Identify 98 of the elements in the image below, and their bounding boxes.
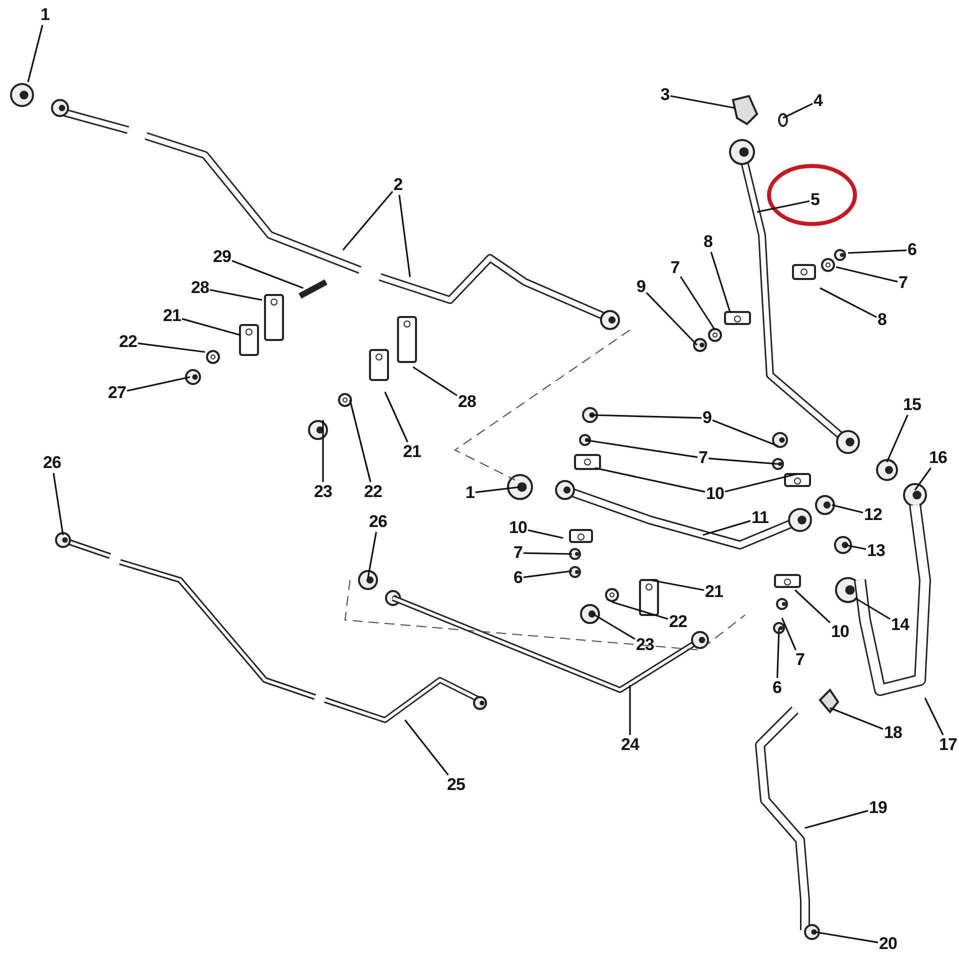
leader-line [126, 376, 190, 392]
callout-number: 24 [621, 736, 639, 754]
leader-line [322, 420, 324, 482]
leader-line [710, 252, 731, 312]
callout-number: 25 [447, 776, 465, 794]
callout-number: 21 [705, 583, 723, 601]
leader-line [182, 318, 240, 336]
callout-number: 6 [772, 679, 782, 697]
callout-number: 21 [403, 443, 421, 461]
callout-number: 23 [314, 483, 332, 501]
leader-line [592, 613, 636, 640]
callout-number: 27 [108, 384, 126, 402]
leader-line [475, 486, 520, 494]
leader-line [848, 250, 907, 254]
callout-number: 2 [394, 176, 402, 194]
callout-number: 26 [43, 454, 61, 472]
leader-line [650, 579, 704, 591]
leader-line [367, 532, 377, 578]
leader-line [854, 597, 890, 620]
callout-number: 10 [509, 519, 527, 537]
leader-line [776, 628, 780, 678]
leader-line [794, 589, 831, 624]
leader-line [594, 467, 706, 493]
leader-line [404, 720, 449, 776]
leader-line [523, 552, 572, 555]
leader-line [528, 529, 564, 539]
callout-number: 3 [660, 86, 670, 104]
leader-line [584, 439, 698, 458]
callout-number: 26 [369, 513, 387, 531]
callout-number: 23 [636, 636, 654, 654]
leader-line [384, 392, 408, 442]
callout-number: 8 [878, 311, 886, 329]
leader-line [52, 472, 64, 536]
callout-number: 29 [213, 248, 231, 266]
leader-line [886, 414, 908, 462]
leader-line [836, 266, 898, 282]
leader-line [646, 292, 698, 346]
leader-line [680, 276, 716, 330]
leader-line [914, 468, 932, 490]
callout-number: 12 [864, 506, 882, 524]
callout-number: 22 [119, 333, 137, 351]
leader-line [924, 698, 944, 736]
leader-line [804, 810, 868, 829]
callout-number: 9 [636, 278, 646, 296]
callout-number: 7 [898, 274, 908, 292]
leader-line [724, 473, 798, 492]
callout-number: 15 [903, 396, 921, 414]
callout-number: 19 [869, 799, 887, 817]
callout-number: 7 [514, 544, 522, 562]
callout-number: 28 [458, 393, 476, 411]
leader-line [398, 194, 411, 278]
leader-line [210, 289, 262, 301]
leader-line [708, 458, 778, 465]
callout-number: 22 [364, 483, 382, 501]
leader-line [232, 260, 304, 289]
leader-line [820, 287, 877, 318]
leader-line [629, 685, 631, 735]
leader-line [412, 366, 458, 396]
callout-number: 6 [514, 569, 522, 587]
leader-line [590, 414, 702, 419]
callout-number: 13 [867, 542, 885, 560]
callout-number: 10 [706, 485, 724, 503]
callout-number: 20 [879, 935, 897, 953]
leader-line [523, 570, 572, 578]
callout-number: 10 [831, 623, 849, 641]
callout-number: 16 [929, 449, 947, 467]
callout-number: 1 [466, 484, 474, 502]
callout-number: 22 [669, 613, 687, 631]
leader-line [27, 24, 44, 82]
leader-line [756, 200, 810, 213]
leader-line [342, 190, 394, 251]
callout-number: 1 [40, 6, 50, 24]
callout-number: 7 [670, 259, 680, 277]
callout-number: 14 [891, 616, 909, 634]
callout-number: 7 [796, 651, 804, 669]
callout-number: 7 [698, 449, 708, 467]
leader-line [702, 520, 751, 536]
leader-line [844, 544, 866, 550]
leader-line [712, 419, 778, 447]
leader-line [814, 931, 878, 944]
callout-number: 6 [908, 241, 916, 259]
leader-line [670, 95, 736, 109]
callout-number: 9 [702, 409, 712, 427]
callout-number: 5 [810, 191, 820, 209]
leader-line [830, 707, 884, 730]
leader-line [781, 618, 796, 650]
callout-number: 21 [163, 307, 181, 325]
callout-number: 8 [704, 233, 712, 251]
callout-number: 11 [752, 509, 768, 527]
callout-number: 4 [814, 92, 822, 110]
leader-line [349, 400, 372, 482]
leader-line [612, 601, 668, 620]
leader-line [138, 342, 206, 353]
callout-number: 17 [939, 736, 957, 754]
leader-line [832, 504, 864, 514]
leader-line [782, 102, 813, 119]
callout-number: 28 [191, 279, 209, 297]
callout-number: 18 [884, 724, 902, 742]
